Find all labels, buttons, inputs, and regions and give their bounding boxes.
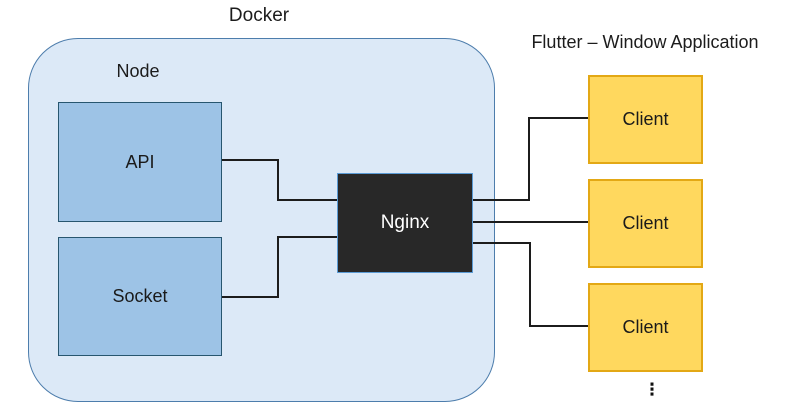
more-clients-ellipsis: ⋮ (643, 380, 661, 399)
api-node-box: API (58, 102, 222, 222)
flutter-group-label: Flutter – Window Application (531, 32, 759, 52)
client-node-box-3: Client (588, 283, 703, 372)
docker-group-label: Docker (228, 5, 290, 26)
client-node-box-2: Client (588, 179, 703, 268)
socket-node-box: Socket (58, 237, 222, 356)
nginx-node-box: Nginx (337, 173, 473, 273)
client-node-box-1: Client (588, 75, 703, 164)
node-group-label: Node (116, 61, 160, 81)
